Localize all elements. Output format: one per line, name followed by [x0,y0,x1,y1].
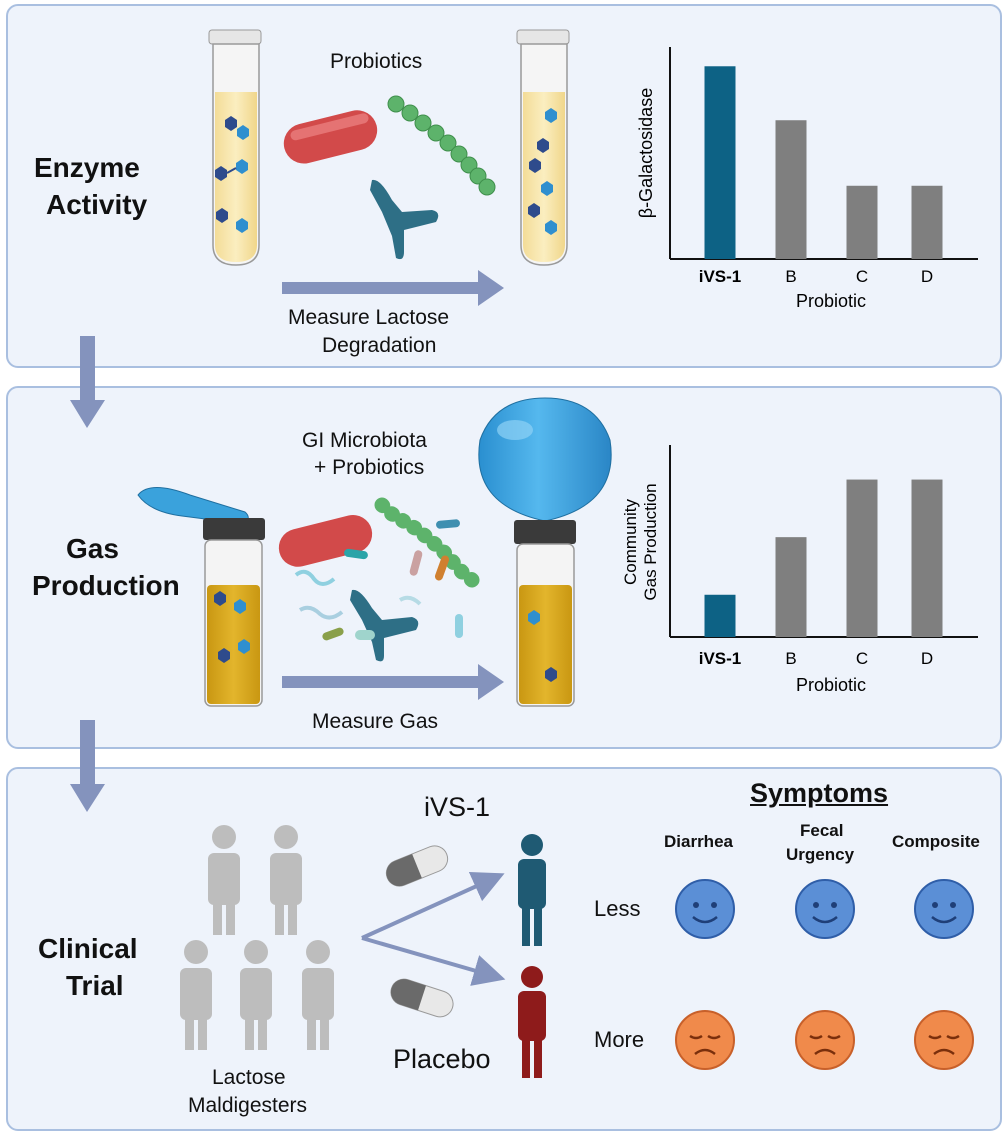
chart2-tick-ivs-1: iVS-1 [699,649,742,668]
chart2-tick-c: C [856,649,868,668]
chart2-y-label-line1: Community [621,499,640,585]
chart2-bar-c [846,479,878,637]
lactose-maldigesters-group-icon [180,825,334,1050]
col-fecal-urgency-line1: Fecal [800,821,844,840]
chain-bacterium-icon [387,95,496,196]
chart2-tick-d: D [921,649,933,668]
placebo-person-icon [518,966,546,1078]
chart1-tick-c: C [856,267,868,286]
chart1-x-label: Probiotic [796,291,866,311]
gas-title-line2: Production [32,570,180,601]
chart2-tick-b: B [785,649,796,668]
gas-title-line1: Gas [66,533,119,564]
microbiota-label-line1: GI Microbiota [302,429,427,452]
chart2-bar-ivs-1 [704,594,736,637]
enzyme-title-line2: Activity [46,189,148,220]
sad-face-diarrhea-icon [675,1010,735,1070]
ivs1-person-icon [518,834,546,946]
chart1-bar-c [846,185,878,259]
glucose-galactose-icon [528,108,557,235]
row-less: Less [594,896,641,921]
chart1-tick-ivs-1: iVS-1 [699,267,742,286]
chart1-y-label: β-Galactosidase [636,88,656,218]
measure-gas-label: Measure Gas [312,710,439,733]
sad-face-composite-icon [914,1010,974,1070]
microbiota-mixture-icon [278,497,480,662]
maldigesters-label-line1: Lactose [212,1066,286,1089]
rod-bacterium-icon [283,110,378,164]
clinical-title-line1: Clinical [38,933,138,964]
measure-lactose-line1: Measure Lactose [288,306,450,329]
chart2-x-label: Probiotic [796,675,866,695]
col-diarrhea: Diarrhea [664,832,733,851]
sad-face-fecal-urgency-icon [795,1010,855,1070]
row-more: More [594,1027,645,1052]
clinical-trial-panel [6,767,1002,1131]
chart1-tick-b: B [785,267,796,286]
clinical-title-line2: Trial [66,970,124,1001]
chart2-bar-d [911,479,943,637]
ivs1-group-label: iVS-1 [424,792,491,822]
chart1-bar-d [911,185,943,259]
col-fecal-urgency-line2: Urgency [786,845,855,864]
col-composite: Composite [892,832,980,851]
chart1-bar-b [775,120,807,260]
maldigesters-label-line2: Maldigesters [188,1094,308,1117]
chart2-bar-b [775,537,807,637]
down-arrow-1 [70,336,105,428]
chart1-tick-d: D [921,267,933,286]
test-tube-before [208,29,262,266]
measure-gas-arrow [282,664,504,700]
microbiota-label-line2: + Probiotics [314,456,425,479]
lactose-molecules-icon [215,116,249,233]
placebo-group-label: Placebo [393,1044,491,1074]
allocation-arrows [361,872,506,986]
chart2-y-label-line2: Gas Production [641,483,660,600]
enzyme-activity-panel [6,4,1002,368]
down-arrow-2 [70,720,105,812]
capsule-ivs1-icon [385,845,449,887]
happy-face-fecal-urgency-icon [795,879,855,939]
bifidobacterium-icon [370,179,439,260]
happy-face-composite-icon [914,879,974,939]
measure-lactose-line2: Degradation [322,334,437,357]
measure-arrow [282,270,504,306]
test-tube-after [516,29,570,266]
chart1-bar-ivs-1 [704,66,736,259]
happy-face-diarrhea-icon [675,879,735,939]
vial-with-deflated-balloon [137,487,265,707]
vial-with-inflated-balloon [478,397,612,707]
enzyme-title-line1: Enzyme [34,152,140,183]
capsule-placebo-icon [390,978,454,1018]
probiotics-label: Probiotics [330,50,423,73]
symptoms-heading: Symptoms [750,778,889,808]
